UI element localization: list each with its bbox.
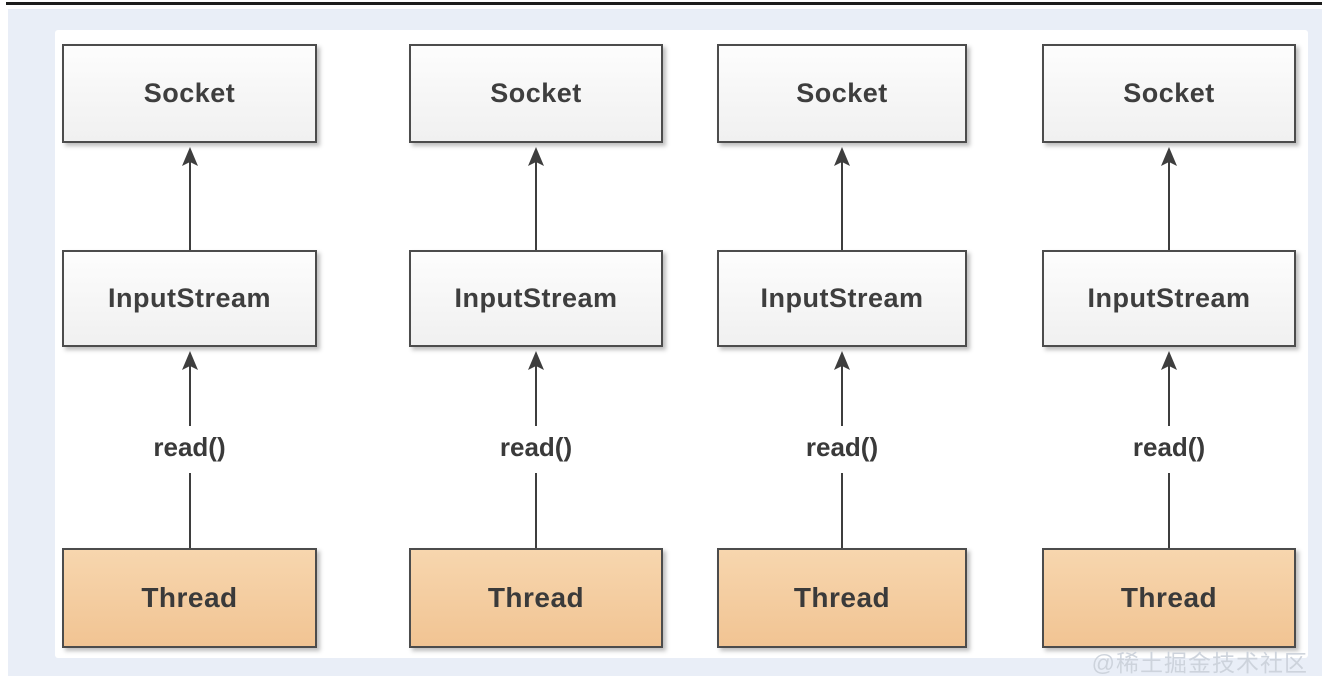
socket-label: Socket — [143, 78, 236, 108]
up-arrow-icon — [1161, 351, 1177, 548]
inputstream-label: InputStream — [1087, 283, 1251, 313]
socket-label: Socket — [796, 78, 888, 108]
socket-label: Socket — [1123, 78, 1215, 108]
thread-box: Thread — [62, 548, 317, 648]
inputstream-box: InputStream — [409, 250, 663, 347]
read-call-label: read() — [805, 432, 879, 462]
up-arrow-icon — [528, 147, 544, 250]
up-arrow-icon — [181, 351, 198, 548]
socket-box: Socket — [409, 44, 663, 143]
thread-column-4: Socket InputStream read() Thread — [1042, 30, 1296, 658]
up-arrow-icon — [1161, 147, 1177, 250]
inputstream-box: InputStream — [717, 250, 967, 347]
thread-label: Thread — [487, 582, 585, 613]
inputstream-label: InputStream — [760, 283, 924, 313]
top-border-line — [6, 2, 1322, 5]
up-arrow-icon — [834, 351, 850, 548]
up-arrow-icon — [181, 147, 198, 250]
socket-box: Socket — [62, 44, 317, 143]
thread-label: Thread — [1120, 582, 1218, 613]
thread-column-2: Socket InputStream read() Thread — [409, 30, 663, 658]
thread-label: Thread — [793, 582, 891, 613]
up-arrow-icon — [528, 351, 544, 548]
up-arrow-icon — [834, 147, 850, 250]
thread-box: Thread — [717, 548, 967, 648]
thread-label: Thread — [141, 582, 238, 613]
thread-column-3: Socket InputStream read() Thread — [717, 30, 967, 658]
inputstream-label: InputStream — [454, 283, 618, 313]
read-call-label: read() — [499, 432, 573, 462]
read-call-label: read() — [153, 432, 226, 462]
socket-box: Socket — [717, 44, 967, 143]
thread-box: Thread — [409, 548, 663, 648]
socket-label: Socket — [490, 78, 582, 108]
inputstream-box: InputStream — [62, 250, 317, 347]
thread-box: Thread — [1042, 548, 1296, 648]
watermark: @稀土掘金技术社区 — [1091, 650, 1308, 676]
thread-column-1: Socket InputStream read() Thread — [62, 30, 317, 658]
inputstream-label: InputStream — [107, 283, 272, 313]
inputstream-box: InputStream — [1042, 250, 1296, 347]
socket-box: Socket — [1042, 44, 1296, 143]
read-call-label: read() — [1132, 432, 1206, 462]
